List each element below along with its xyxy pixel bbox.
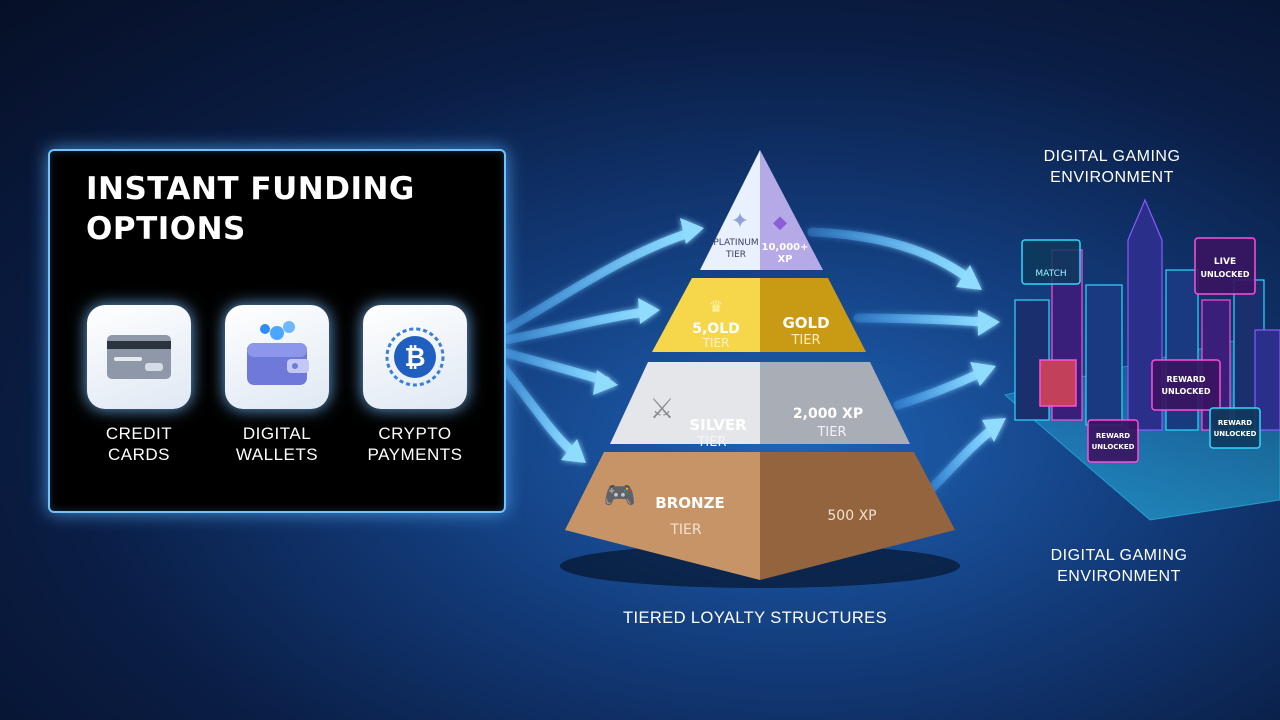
gamepad-icon: 🎮 bbox=[604, 481, 636, 511]
gold-tier-right-face bbox=[760, 278, 866, 352]
silver-tier-right-face bbox=[760, 362, 910, 444]
gold-tier-label: TIER bbox=[702, 336, 730, 350]
arrow-silver-to-city bbox=[893, 367, 987, 410]
screen-reward-1-status: UNLOCKED bbox=[1162, 387, 1211, 396]
bronze-tier-xp: 500 XP bbox=[827, 508, 876, 524]
crown-icon: ♛ bbox=[709, 297, 723, 316]
arrow-to-bronze bbox=[490, 352, 580, 459]
arrow-head-city-3 bbox=[970, 362, 996, 386]
funding-arrows bbox=[490, 218, 704, 463]
wallet-icon bbox=[247, 321, 309, 385]
screen-match: MATCH bbox=[1021, 239, 1081, 285]
platinum-tier-label: TIER bbox=[725, 250, 746, 260]
digital-wallet-tile[interactable] bbox=[225, 305, 329, 409]
instant-funding-panel: INSTANT FUNDING OPTIONS CREDIT CARDS bbox=[48, 149, 506, 513]
platinum-tier-left-face bbox=[700, 150, 760, 270]
platinum-tier-xp: 10,000+ bbox=[762, 242, 809, 253]
gold-tier-left-face bbox=[652, 278, 760, 352]
funding-title-line2: OPTIONS bbox=[86, 211, 246, 247]
gold-tier-xp: GOLD bbox=[782, 314, 829, 332]
credit-cards-label: CREDIT CARDS bbox=[105, 424, 173, 464]
silver-tier-xp-unit: TIER bbox=[816, 425, 846, 440]
screen-match-label: MATCH bbox=[1035, 269, 1066, 279]
screen-reward-2: REWARD UNLOCKED bbox=[1087, 419, 1139, 463]
digital-wallets-label: DIGITAL WALLETS bbox=[235, 424, 319, 464]
gold-tier-xp-unit: TIER bbox=[790, 333, 820, 348]
bitcoin-icon: ₿ bbox=[385, 327, 445, 387]
screen-reward-2-label: REWARD bbox=[1096, 432, 1130, 440]
arrow-head-gold bbox=[638, 298, 660, 324]
screen-reward-1: REWARD UNLOCKED bbox=[1151, 359, 1221, 411]
platinum-tier-right-face bbox=[760, 150, 823, 270]
funding-option-crypto-payments[interactable]: ₿ CRYPTO PAYMENTS bbox=[360, 305, 470, 465]
arrow-head-city-2 bbox=[978, 310, 1000, 336]
credit-card-tile[interactable] bbox=[87, 305, 191, 409]
gaming-city-illustration: MATCH LIVE UNLOCKED REWARD UNLOCKED REWA… bbox=[1003, 198, 1280, 521]
arrow-to-gold bbox=[490, 307, 651, 347]
screen-live-unlocked: LIVE UNLOCKED bbox=[1194, 237, 1256, 295]
loyalty-pyramid: ✦ ◆ PLATINUM TIER 10,000+ XP ♛ 5,OLD TIE… bbox=[560, 150, 960, 588]
screen-reward-1-label: REWARD bbox=[1166, 375, 1205, 384]
silver-tier-xp: 2,000 XP bbox=[793, 406, 863, 422]
funding-option-credit-cards[interactable]: CREDIT CARDS bbox=[84, 305, 194, 465]
silver-tier-left-face bbox=[610, 362, 760, 444]
arrow-head-city-4 bbox=[982, 418, 1006, 442]
screen-live-status: UNLOCKED bbox=[1201, 270, 1250, 279]
platinum-tier-xp-unit: XP bbox=[777, 254, 792, 265]
pyramid-caption: TIERED LOYALTY STRUCTURES bbox=[623, 609, 887, 627]
screen-reward-3-label: REWARD bbox=[1218, 419, 1252, 427]
funding-option-digital-wallets[interactable]: DIGITAL WALLETS bbox=[222, 305, 332, 465]
building bbox=[1085, 284, 1123, 426]
credit-card-icon bbox=[107, 335, 171, 379]
arrow-head-silver bbox=[593, 370, 618, 395]
funding-title: INSTANT FUNDING OPTIONS bbox=[86, 169, 486, 249]
crypto-payments-label: CRYPTO PAYMENTS bbox=[367, 424, 463, 464]
arrow-to-platinum bbox=[490, 227, 697, 340]
platinum-tier-name: PLATINUM bbox=[713, 238, 758, 248]
environment-heading-bottom: DIGITAL GAMING ENVIRONMENT bbox=[1050, 547, 1188, 585]
bronze-tier-label: TIER bbox=[669, 522, 702, 538]
arrow-head-platinum bbox=[680, 218, 704, 244]
silver-tier-label: TIER bbox=[696, 435, 726, 450]
gold-tier-name: 5,OLD bbox=[692, 321, 740, 337]
silver-tier-name: SILVER bbox=[689, 416, 747, 434]
sword-shield-icon: ⚔ bbox=[649, 392, 674, 425]
sparkle-icon: ✦ bbox=[731, 209, 749, 234]
screen-reward-2-status: UNLOCKED bbox=[1092, 443, 1135, 451]
bronze-tier-left-face bbox=[565, 452, 760, 580]
environment-heading-top: DIGITAL GAMING ENVIRONMENT bbox=[1043, 148, 1181, 186]
screen-reward-3: REWARD UNLOCKED bbox=[1209, 407, 1261, 449]
svg-text:₿: ₿ bbox=[404, 343, 425, 373]
arrow-gold-to-city bbox=[853, 313, 990, 327]
environment-arrows bbox=[807, 227, 1006, 495]
arrow-head-bronze bbox=[561, 439, 586, 463]
crypto-tile[interactable]: ₿ bbox=[363, 305, 467, 409]
arrow-head-city-1 bbox=[956, 265, 982, 290]
screen-live-label: LIVE bbox=[1214, 257, 1236, 267]
bronze-tier-name: BRONZE bbox=[655, 494, 724, 512]
bronze-tier-right-face bbox=[760, 452, 955, 580]
screen-game-art bbox=[1039, 359, 1077, 407]
arrow-bronze-to-city bbox=[925, 423, 999, 495]
arrow-platinum-to-city bbox=[807, 227, 973, 283]
funding-title-line1: INSTANT FUNDING bbox=[86, 171, 415, 207]
diamond-icon: ◆ bbox=[773, 212, 787, 233]
screen-reward-3-status: UNLOCKED bbox=[1214, 430, 1257, 438]
